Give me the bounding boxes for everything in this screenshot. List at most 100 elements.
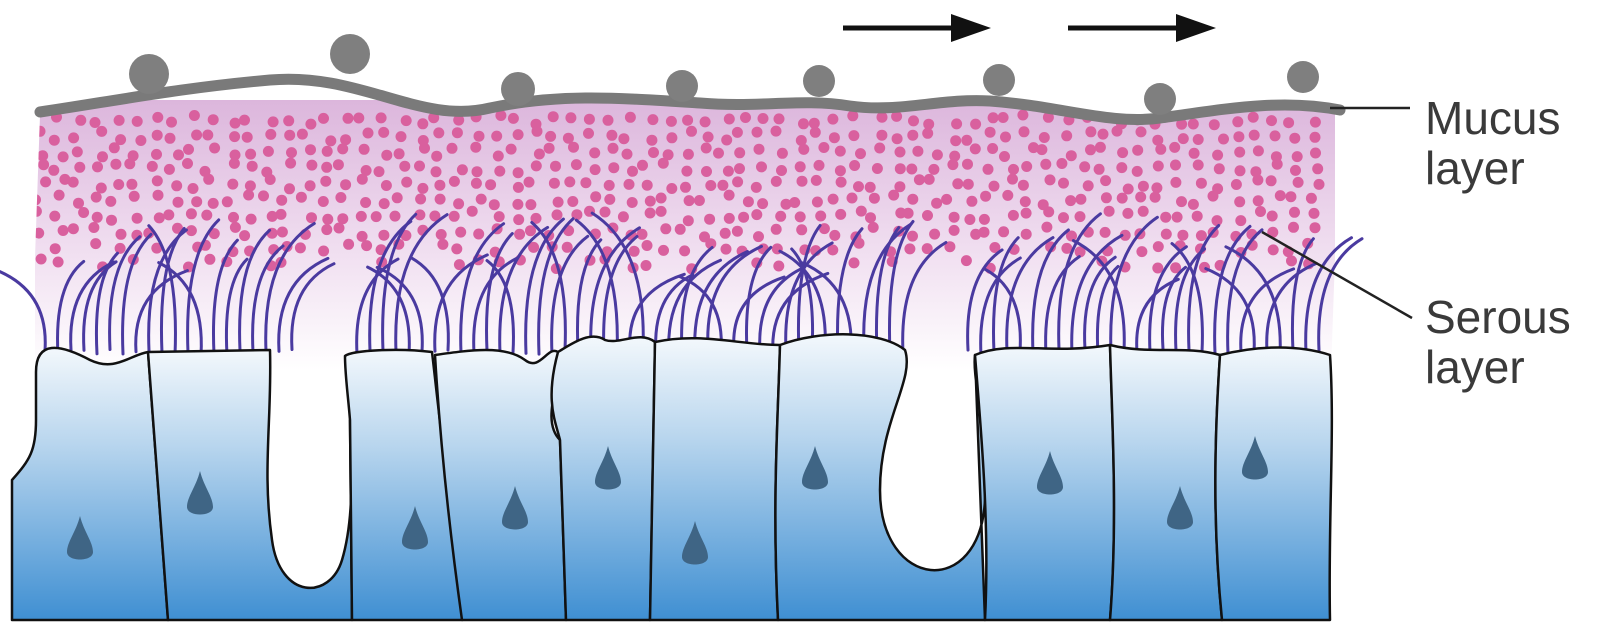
mucus-dot bbox=[68, 132, 79, 143]
mucus-dot bbox=[246, 214, 257, 225]
mucus-dot bbox=[334, 223, 345, 234]
mucus-dot bbox=[417, 118, 428, 129]
mucus-layer-label: Mucus layer bbox=[1425, 93, 1560, 193]
mucus-dot bbox=[895, 163, 906, 174]
mucus-dot bbox=[656, 206, 667, 217]
mucus-dot bbox=[743, 196, 754, 207]
mucus-dot bbox=[1314, 179, 1325, 190]
mucus-dot bbox=[835, 146, 846, 157]
mucus-dot bbox=[874, 143, 885, 154]
mucus-dot bbox=[191, 196, 202, 207]
mucus-dot bbox=[865, 212, 876, 223]
mucus-dot bbox=[78, 207, 89, 218]
mucus-dot bbox=[641, 260, 652, 271]
mucus-dot bbox=[740, 112, 751, 123]
mucus-dot bbox=[853, 181, 864, 192]
mucus-dot bbox=[1177, 230, 1188, 241]
mucus-dot bbox=[549, 178, 560, 189]
mucus-dot bbox=[646, 135, 657, 146]
mucus-dot bbox=[835, 165, 846, 176]
mucus-dot bbox=[1310, 132, 1321, 143]
mucus-dot bbox=[642, 180, 653, 191]
mucus-dot bbox=[229, 131, 240, 142]
mucus-dot bbox=[980, 191, 991, 202]
mucus-dot bbox=[525, 199, 536, 210]
mucus-dot bbox=[532, 126, 543, 137]
mucus-dot bbox=[191, 130, 202, 141]
mucus-dot bbox=[849, 257, 860, 268]
mucus-dot bbox=[544, 143, 555, 154]
mucus-dot bbox=[305, 119, 316, 130]
mucus-dot bbox=[1122, 208, 1133, 219]
mucus-dot bbox=[485, 179, 496, 190]
mucus-dot bbox=[378, 127, 389, 138]
mucus-dot bbox=[379, 198, 390, 209]
mucus-dot bbox=[962, 159, 973, 170]
mucus-dot bbox=[1008, 210, 1019, 221]
mucus-dot bbox=[277, 227, 288, 238]
mucus-dot bbox=[306, 212, 317, 223]
mucus-dot bbox=[1039, 132, 1050, 143]
mucus-dot bbox=[724, 114, 735, 125]
mucus-dot bbox=[228, 212, 239, 223]
mucus-dot bbox=[952, 178, 963, 189]
mucus-dot bbox=[381, 150, 392, 161]
mucus-dot bbox=[1253, 195, 1264, 206]
mucus-dot bbox=[36, 254, 47, 265]
mucus-dot bbox=[415, 194, 426, 205]
mucus-dot bbox=[1196, 230, 1207, 241]
mucus-dot bbox=[1085, 144, 1096, 155]
mucus-dot bbox=[437, 239, 448, 250]
mucus-dot bbox=[970, 143, 981, 154]
mucus-dot bbox=[789, 197, 800, 208]
mucus-dot bbox=[998, 112, 1009, 123]
mucus-dot bbox=[239, 230, 250, 241]
mucus-dot bbox=[474, 131, 485, 142]
mucus-label-line1: Mucus bbox=[1425, 93, 1560, 143]
mucus-dot bbox=[998, 226, 1009, 237]
mucus-dot bbox=[513, 129, 524, 140]
mucus-dot bbox=[922, 128, 933, 139]
mucus-dot bbox=[679, 245, 690, 256]
mucus-dot bbox=[811, 175, 822, 186]
mucus-dot bbox=[40, 176, 51, 187]
mucus-dot bbox=[171, 180, 182, 191]
mucus-dot bbox=[1136, 126, 1147, 137]
mucus-dot bbox=[1017, 110, 1028, 121]
mucus-dot bbox=[553, 197, 564, 208]
mucus-dot bbox=[1188, 119, 1199, 130]
mucus-dot bbox=[906, 164, 917, 175]
mucus-dot bbox=[949, 212, 960, 223]
mucus-dot bbox=[584, 114, 595, 125]
mucus-dot bbox=[1117, 193, 1128, 204]
mucus-dot bbox=[322, 214, 333, 225]
mucus-dot bbox=[868, 222, 879, 233]
mucus-dot bbox=[58, 151, 69, 162]
mucus-dot bbox=[447, 143, 458, 154]
mucus-dot bbox=[188, 183, 199, 194]
mucus-dot bbox=[92, 161, 103, 172]
mucus-dot bbox=[624, 179, 635, 190]
mucus-dot bbox=[1095, 142, 1106, 153]
mucus-dot bbox=[1138, 181, 1149, 192]
mucus-dot bbox=[627, 197, 638, 208]
mucus-dot bbox=[1117, 147, 1128, 158]
mucus-dot bbox=[449, 176, 460, 187]
mucus-dot bbox=[360, 197, 371, 208]
mucus-dot bbox=[1085, 126, 1096, 137]
mucus-dot bbox=[38, 159, 49, 170]
mucus-dot bbox=[931, 198, 942, 209]
mucus-dot bbox=[1094, 164, 1105, 175]
mucus-dot bbox=[1065, 195, 1076, 206]
mucus-dot bbox=[795, 211, 806, 222]
mucus-dot bbox=[33, 228, 44, 239]
mucus-dot bbox=[567, 196, 578, 207]
mucus-dot bbox=[449, 211, 460, 222]
mucus-dot bbox=[286, 147, 297, 158]
mucus-dot bbox=[732, 127, 743, 138]
mucus-dot bbox=[717, 180, 728, 191]
mucus-dot bbox=[88, 222, 99, 233]
mucus-dot bbox=[907, 130, 918, 141]
mucus-dot bbox=[433, 127, 444, 138]
mucus-dot bbox=[600, 207, 611, 218]
